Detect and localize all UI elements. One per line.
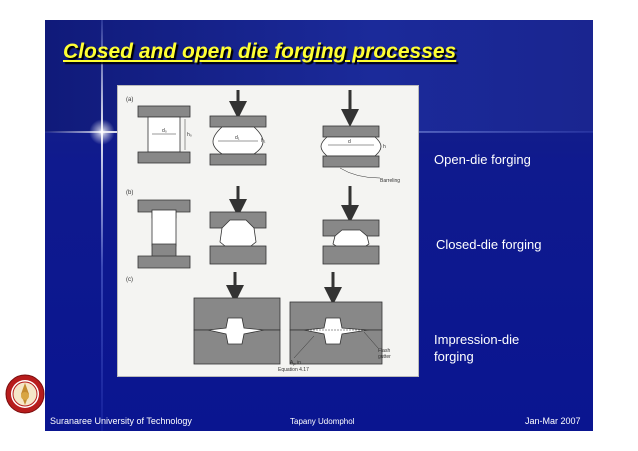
closed-die-stage-3 bbox=[322, 186, 380, 265]
dim-d0-label: d₀ bbox=[162, 128, 167, 134]
footer-author: Tapany Udomphol bbox=[290, 417, 355, 426]
panel-c-label: (c) bbox=[126, 277, 133, 283]
dim-d-label: d bbox=[348, 139, 351, 145]
dim-h0-label: h₀ bbox=[187, 132, 192, 138]
dim-h1-label: h₁ bbox=[261, 138, 266, 144]
flash-gutter-label-1: Flash bbox=[378, 348, 390, 354]
closed-die-stage-2 bbox=[209, 186, 267, 265]
closed-die-stage-1 bbox=[137, 199, 191, 269]
slide-title: Closed and open die forging processes bbox=[63, 40, 457, 63]
forging-diagram: (a) (b) (c) d₀ h₀ d₁ h₁ bbox=[126, 90, 400, 373]
dim-d1-label: d₁ bbox=[235, 135, 240, 141]
impression-die-stage-1 bbox=[193, 272, 281, 365]
university-seal-icon bbox=[5, 374, 45, 414]
open-die-stage-1: d₀ h₀ bbox=[137, 105, 192, 164]
footer-date: Jan-Mar 2007 bbox=[525, 416, 581, 426]
open-die-stage-2: d₁ h₁ bbox=[209, 90, 267, 166]
flash-gutter-label-2: gutter bbox=[378, 354, 391, 360]
ap-label: Ap in bbox=[290, 360, 301, 366]
light-flare bbox=[87, 117, 117, 147]
label-closed-die: Closed-die forging bbox=[436, 237, 542, 252]
label-impression-die: Impression-die forging bbox=[434, 332, 520, 364]
footer-university: Suranaree University of Technology bbox=[50, 416, 192, 426]
panel-b-label: (b) bbox=[126, 190, 133, 196]
open-die-stage-3: d h Barreling bbox=[320, 90, 400, 184]
accent-vertical-line bbox=[101, 20, 103, 431]
impression-die-stage-2: Flash gutter Ap in Equation 4.17 bbox=[278, 272, 391, 373]
dim-h-label: h bbox=[383, 144, 386, 150]
label-open-die: Open-die forging bbox=[434, 152, 531, 167]
barreling-label: Barreling bbox=[380, 178, 400, 184]
forging-figure: (a) (b) (c) d₀ h₀ d₁ h₁ bbox=[117, 85, 419, 377]
panel-a-label: (a) bbox=[126, 97, 133, 103]
equation-label: Equation 4.17 bbox=[278, 367, 309, 373]
